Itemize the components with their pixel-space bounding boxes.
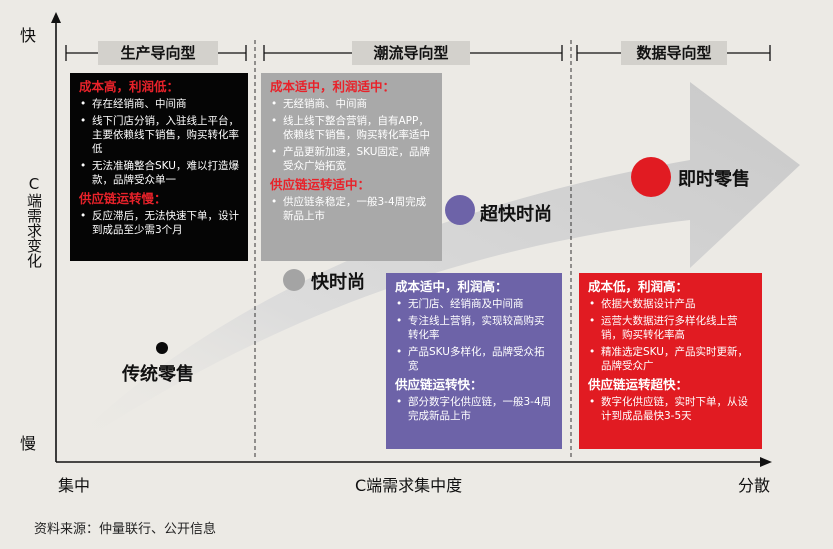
box-heading: 供应链运转快： — [395, 377, 483, 392]
box-item: 数字化供应链，实时下单，从设计到成品最快3-5天 — [588, 395, 754, 423]
phase-title-production: 生产导向型 — [98, 41, 218, 65]
stage-dot-fast — [283, 269, 305, 291]
x-axis-title: C端需求集中度 — [355, 476, 463, 495]
phase-title-trend: 潮流导向型 — [352, 41, 470, 65]
info-box-fast-fashion: 成本适中，利润适中： 无经销商、中间商 线上线下整合营销，自有APP，依赖线下销… — [261, 73, 442, 261]
growth-arrow — [58, 82, 800, 458]
stage-dot-instant — [631, 157, 671, 197]
box-item: 无法准确整合SKU，难以打造爆款，品牌受众单一 — [79, 159, 240, 187]
box-item: 产品SKU多样化，品牌受众拓宽 — [395, 345, 554, 373]
box-item: 线上线下整合营销，自有APP，依赖线下销售，购买转化率适中 — [270, 114, 434, 142]
y-axis-title: C端需求变化 — [25, 175, 43, 268]
box-item: 依据大数据设计产品 — [588, 297, 754, 311]
stage-dot-ultrafast — [445, 195, 475, 225]
stage-dot-traditional — [156, 342, 168, 354]
box-heading: 成本适中，利润高： — [395, 279, 508, 294]
box-heading: 成本高，利润低： — [79, 79, 180, 94]
box-item: 产品更新加速，SKU固定，品牌受众广始拓宽 — [270, 145, 434, 173]
stage-label-fast-fashion: 快时尚 — [311, 272, 365, 293]
box-item: 供应链条稳定，一般3-4周完成新品上市 — [270, 195, 434, 223]
x-axis-left-label: 集中 — [58, 476, 91, 495]
phase-title-data: 数据导向型 — [621, 41, 727, 65]
source-note: 资料来源：仲量联行、公开信息 — [34, 522, 217, 537]
box-heading: 供应链运转适中： — [270, 177, 371, 192]
box-item: 反应滞后，无法快速下单，设计到成品至少需3个月 — [79, 209, 240, 237]
box-item: 线下门店分销，入驻线上平台，主要依赖线下销售，购买转化率低 — [79, 114, 240, 156]
y-axis-bottom-label: 慢 — [20, 434, 37, 453]
box-heading: 成本低，利润高： — [588, 279, 689, 294]
stage-label-instant-retail: 即时零售 — [678, 169, 750, 190]
stage-label-ultra-fast-fashion: 超快时尚 — [480, 204, 552, 225]
box-item: 部分数字化供应链，一般3-4周完成新品上市 — [395, 395, 554, 423]
box-item: 无门店、经销商及中间商 — [395, 297, 554, 311]
box-item: 运营大数据进行多样化线上营销，购买转化率高 — [588, 314, 754, 342]
box-heading: 成本适中，利润适中： — [270, 79, 396, 94]
box-heading: 供应链运转慢： — [79, 191, 167, 206]
y-axis-arrowhead — [51, 12, 61, 23]
box-item: 专注线上营销，实现较高购买转化率 — [395, 314, 554, 342]
box-item: 精准选定SKU，产品实时更新，品牌受众广 — [588, 345, 754, 373]
info-box-instant-retail: 成本低，利润高： 依据大数据设计产品 运营大数据进行多样化线上营销，购买转化率高… — [579, 273, 762, 449]
box-item: 无经销商、中间商 — [270, 97, 434, 111]
x-axis-right-label: 分散 — [738, 476, 771, 495]
x-axis-arrowhead — [760, 457, 772, 467]
box-heading: 供应链运转超快： — [588, 377, 689, 392]
y-axis-top-label: 快 — [20, 26, 37, 45]
stage-label-traditional: 传统零售 — [122, 364, 194, 385]
info-box-traditional: 成本高，利润低： 存在经销商、中间商 线下门店分销，入驻线上平台，主要依赖线下销… — [70, 73, 248, 261]
box-item: 存在经销商、中间商 — [79, 97, 240, 111]
info-box-ultra-fast-fashion: 成本适中，利润高： 无门店、经销商及中间商 专注线上营销，实现较高购买转化率 产… — [386, 273, 562, 449]
